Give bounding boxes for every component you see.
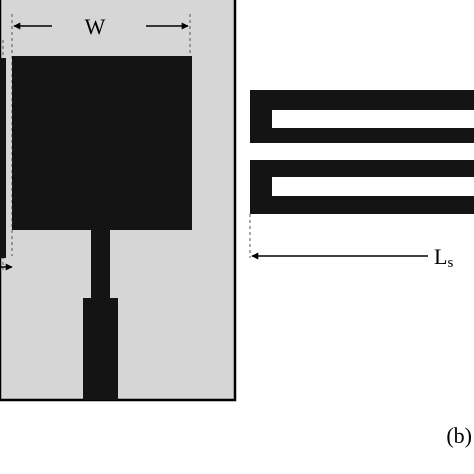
left-edge-patch-strip [0, 58, 6, 258]
panel-a-patch-antenna: W [0, 0, 237, 402]
panel-b-meander-slot: Ls (b) [249, 90, 474, 448]
feed-line-narrow [91, 228, 110, 302]
width-label-w: W [85, 14, 106, 39]
panel-b-label: (b) [446, 423, 472, 448]
slot-length-label: Ls [434, 244, 453, 271]
meander-resonator [250, 90, 474, 214]
radiating-patch [12, 56, 192, 230]
feed-line-wide [83, 298, 118, 400]
